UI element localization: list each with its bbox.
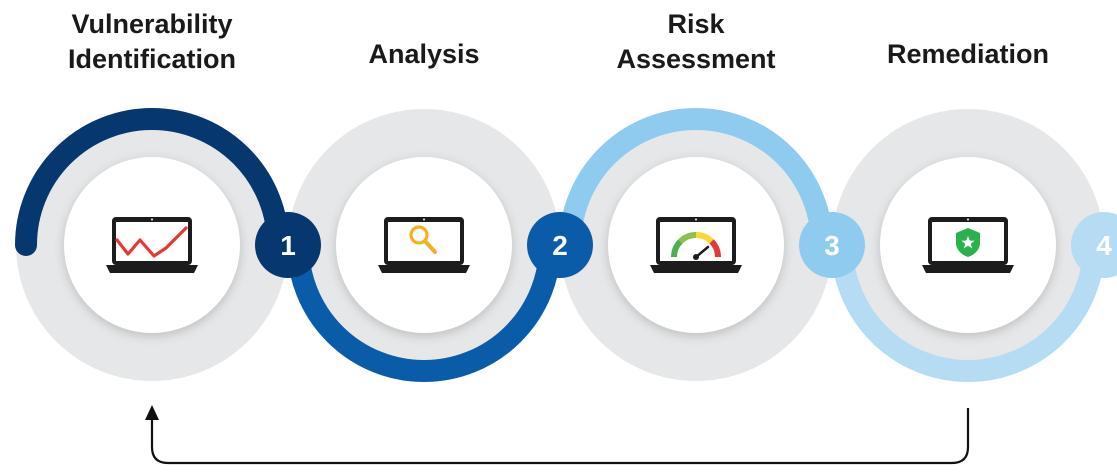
arc-step-2 — [287, 234, 561, 382]
badge-1 — [255, 212, 321, 278]
progress-arcs — [15, 108, 1105, 382]
laptop-gauge-icon — [650, 217, 742, 273]
laptop-trend-chart-icon — [106, 217, 198, 273]
laptop-shield-icon — [922, 217, 1014, 273]
step-title-4: Remediation — [886, 39, 1050, 69]
step-title-3: Risk Assessment — [616, 9, 776, 74]
badge-number-1: 1 — [280, 230, 296, 261]
badge-number-4: 4 — [1096, 230, 1112, 261]
badge-4 — [1071, 212, 1117, 278]
badge-number-3: 3 — [824, 230, 840, 261]
arrow-head-icon — [145, 405, 159, 420]
step-title-2: Analysis — [368, 39, 480, 69]
step-title-1: Vulnerability Identification — [68, 9, 236, 74]
badge-number-2: 2 — [552, 230, 568, 261]
arc-step-3 — [559, 108, 833, 256]
badge-2 — [527, 212, 593, 278]
badge-3 — [799, 212, 865, 278]
laptop-magnifier-icon — [378, 217, 470, 273]
number-badges: 1 2 3 4 — [255, 212, 1117, 278]
arc-step-1 — [15, 108, 289, 256]
feedback-loop-arrow — [145, 405, 970, 465]
arc-step-4 — [831, 234, 1105, 382]
